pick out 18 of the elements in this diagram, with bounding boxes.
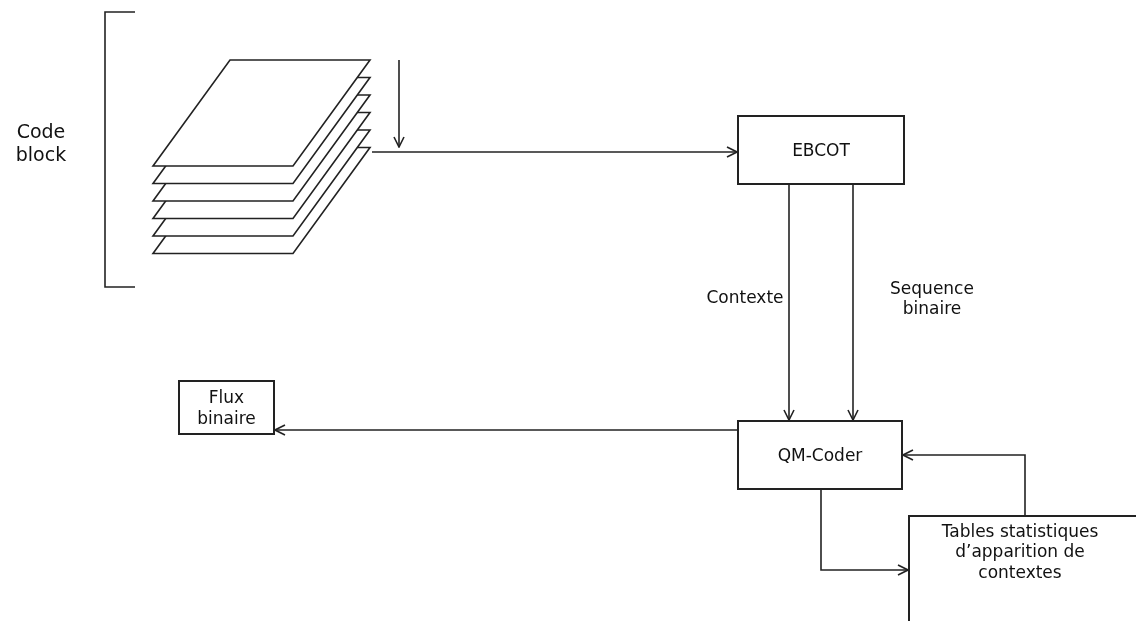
node-text: Tables statistiques d’apparition de contextes	[940, 521, 1100, 583]
process-box	[178, 380, 275, 435]
arrow	[847, 184, 859, 421]
edge-label: Sequence binaire	[889, 278, 975, 319]
arrow	[274, 424, 738, 436]
arrow	[820, 489, 909, 576]
node-caption: Code block	[14, 120, 68, 166]
node-text: QM-Coder	[777, 444, 863, 466]
arrow	[902, 449, 1026, 516]
process-box	[737, 115, 905, 185]
node-text: EBCOT	[792, 139, 850, 161]
node-text: Flux binaire	[196, 387, 257, 428]
stacked-layers-drawing	[151, 59, 372, 255]
arrow	[783, 184, 795, 421]
arrow	[371, 146, 738, 158]
process-box	[737, 420, 903, 490]
edge-label: Contexte	[705, 287, 785, 308]
table-box	[908, 515, 1136, 621]
